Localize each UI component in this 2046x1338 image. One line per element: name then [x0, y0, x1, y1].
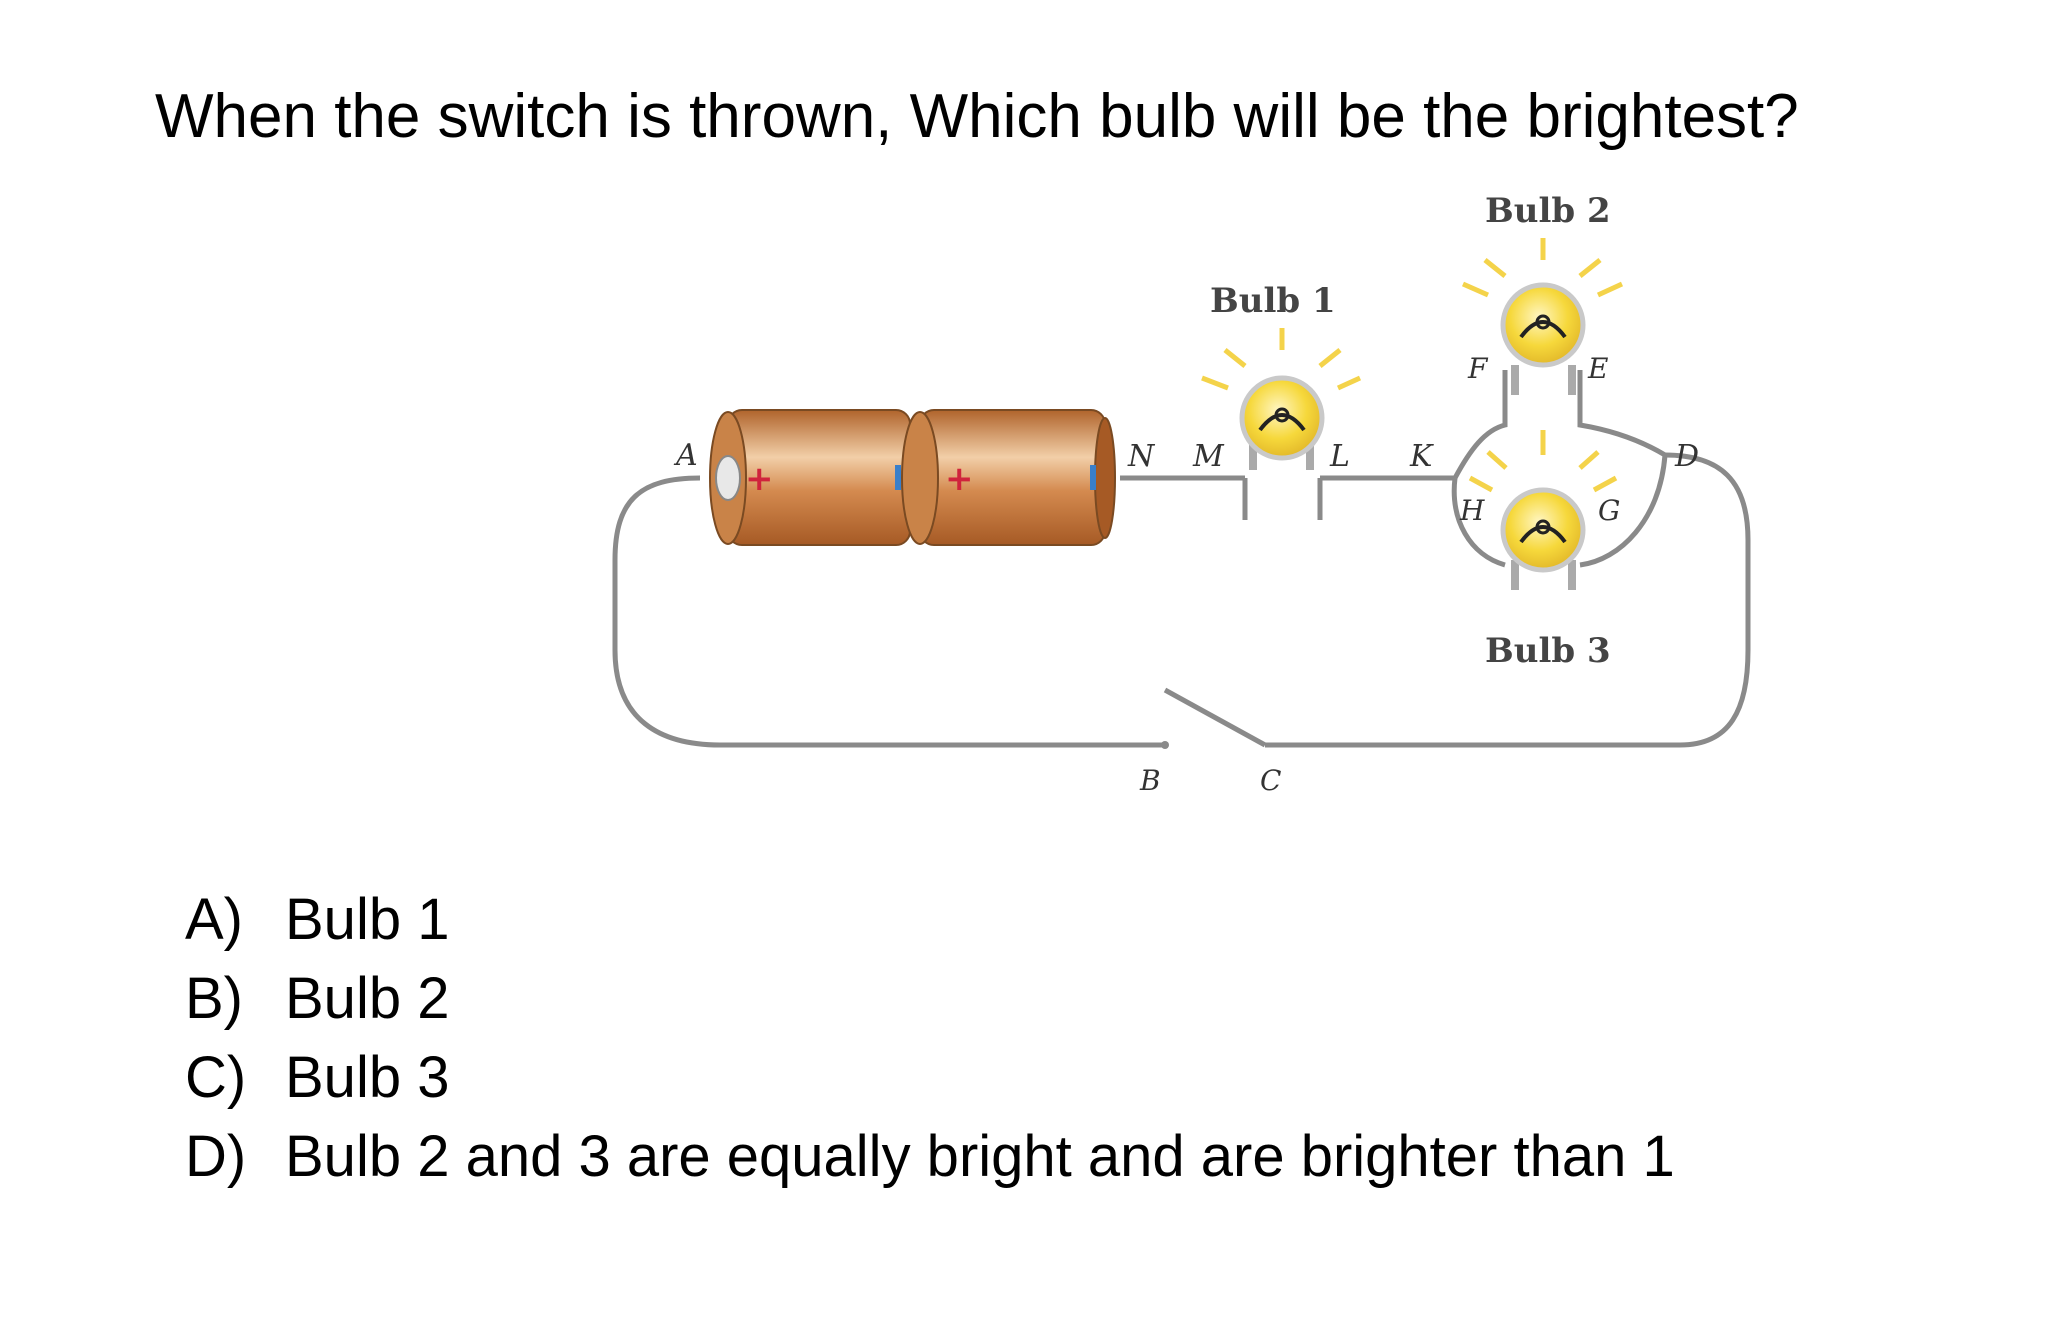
answer-letter: D): [185, 1124, 247, 1189]
bulb-1: [1239, 375, 1325, 520]
wire-left-loop: [612, 475, 1165, 748]
wire-g-d: [1579, 454, 1668, 568]
point-n-label: N: [1127, 439, 1156, 474]
point-c-label: C: [1260, 764, 1281, 797]
battery-1-minus: [895, 465, 901, 490]
answer-letter: B): [185, 966, 243, 1031]
bulb-1-label: Bulb 1: [1210, 281, 1336, 321]
answer-option-d[interactable]: D) Bulb 2 and 3 are equally bright and ar…: [185, 1117, 1675, 1196]
wire-k-h: [1451, 477, 1506, 568]
point-l-label: L: [1329, 439, 1350, 474]
bulb-3: [1500, 487, 1586, 590]
wire-e-d: [1577, 370, 1667, 458]
point-g-label: G: [1598, 494, 1620, 527]
point-d-label: D: [1674, 439, 1699, 474]
answer-letter: A): [185, 887, 243, 952]
battery-2: [901, 409, 1116, 546]
answer-option-b[interactable]: B) Bulb 2: [185, 959, 1675, 1038]
bulb-2-label: Bulb 2: [1485, 191, 1611, 231]
point-e-label: E: [1587, 352, 1608, 385]
bulb-1-rays: [1201, 328, 1362, 391]
answer-option-c[interactable]: C) Bulb 3: [185, 1038, 1675, 1117]
point-f-label: F: [1467, 352, 1489, 385]
answer-text: Bulb 2: [285, 966, 450, 1031]
answer-text: Bulb 3: [285, 1045, 450, 1110]
answer-letter: C): [185, 1045, 247, 1110]
point-b-label: B: [1139, 764, 1161, 797]
answer-option-a[interactable]: A) Bulb 1: [185, 880, 1675, 959]
point-m-label: M: [1192, 439, 1225, 474]
wire-right-loop: [1265, 452, 1751, 748]
wire-k-f: [1452, 370, 1508, 480]
switch-blade: [1163, 687, 1267, 748]
point-k-label: K: [1409, 439, 1434, 474]
switch-contact-b: [1161, 741, 1169, 749]
answer-list: A) Bulb 1 B) Bulb 2 C) Bulb 3 D) Bulb 2 and …: [185, 880, 1675, 1196]
battery-2-minus: [1090, 465, 1096, 490]
battery-1-plus: +: [745, 459, 774, 499]
bulb-3-label: Bulb 3: [1485, 631, 1611, 671]
answer-text: Bulb 1: [285, 887, 450, 952]
battery-1: [709, 409, 911, 546]
bulb-3-rays: [1468, 430, 1618, 493]
bulb-2: [1500, 282, 1586, 395]
bulb-2-rays: [1461, 238, 1624, 298]
point-a-label: A: [673, 438, 698, 473]
question-text: When the switch is thrown, Which bulb wi…: [155, 82, 1799, 151]
battery-2-plus: +: [945, 459, 974, 499]
answer-text: Bulb 2 and 3 are equally bright and are …: [285, 1124, 1675, 1189]
point-h-label: H: [1459, 494, 1485, 527]
